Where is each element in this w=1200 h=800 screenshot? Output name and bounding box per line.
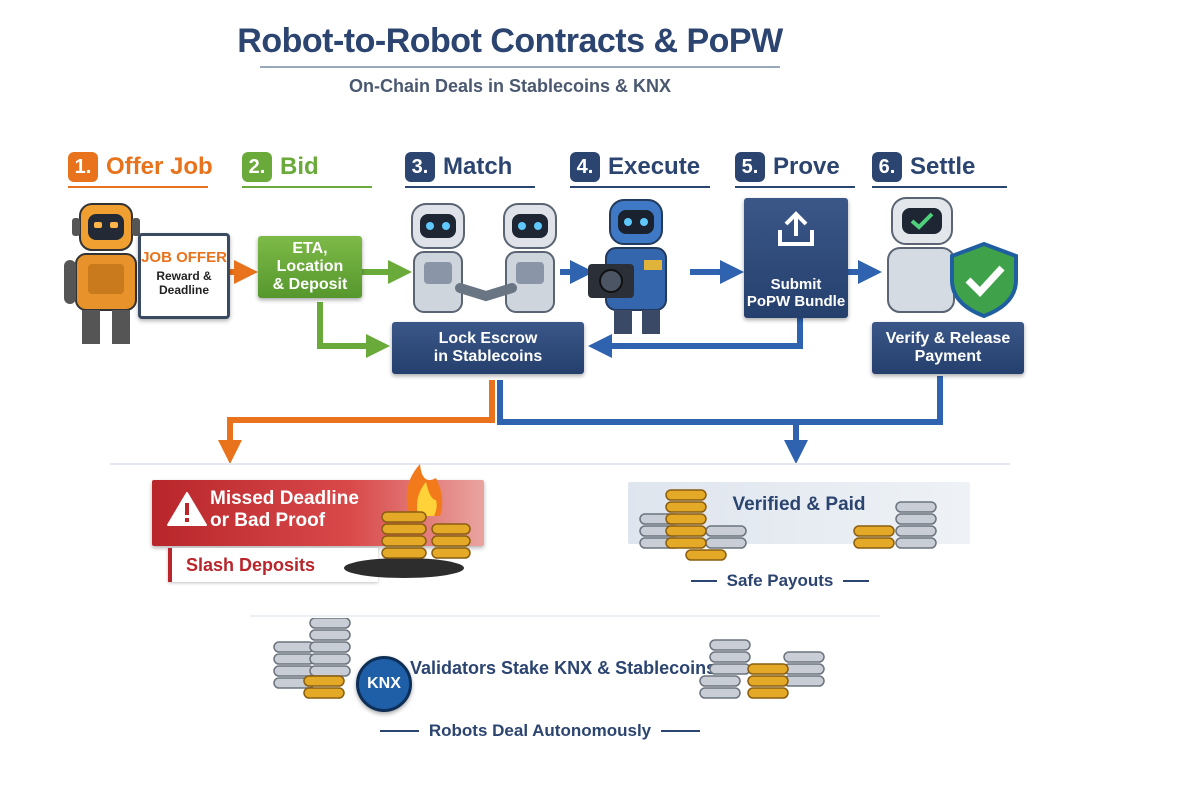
bid-box: ETA, Location & Deposit	[258, 236, 362, 298]
bid-box-line2: & Deposit	[272, 276, 348, 293]
step-number: 1.	[68, 152, 98, 182]
prove-box: Submit PoPW Bundle	[744, 198, 848, 318]
knx-token-label: KNX	[367, 675, 401, 692]
step-divider	[570, 186, 710, 188]
coin-stacks-icon	[639, 489, 937, 561]
upload-icon	[778, 211, 814, 246]
settle-box-line1: Verify & Release	[885, 330, 1011, 347]
safe-payouts: Safe Payouts	[680, 570, 880, 592]
settle-robot-icon	[887, 197, 1018, 319]
escrow-box-line1: Lock Escrow	[438, 330, 538, 347]
job-offer-line2: Deadline	[158, 283, 209, 297]
job-offer-card: JOB OFFER Reward & Deadline	[138, 233, 230, 319]
knx-token-icon: KNX	[356, 656, 412, 712]
step-label: Prove	[773, 153, 840, 180]
step-match: 3. Match	[405, 150, 512, 184]
settle-box: Verify & Release Payment	[872, 322, 1024, 374]
step-number: 2.	[242, 152, 272, 182]
failure-line2: or Bad Proof	[210, 510, 326, 531]
handshake-robots-icon	[411, 203, 557, 313]
step-number: 3.	[405, 152, 435, 182]
job-offer-title: JOB OFFER	[141, 249, 227, 266]
validator-coins-left-icon	[273, 618, 351, 699]
escrow-box: Lock Escrow in Stablecoins	[392, 322, 584, 374]
step-number: 6.	[872, 152, 902, 182]
step-label: Settle	[910, 153, 976, 180]
step-label: Offer Job	[106, 153, 213, 180]
robots-autonomous-label: Robots Deal Autonomously	[428, 721, 652, 740]
step-prove: 5. Prove	[735, 150, 840, 184]
step-divider	[68, 186, 208, 188]
step-execute: 4. Execute	[570, 150, 700, 184]
offer-robot-icon	[64, 203, 140, 344]
slash-deposits-banner: Slash Deposits	[168, 548, 378, 582]
step-divider	[405, 186, 535, 188]
success-title: Verified & Paid	[732, 494, 866, 515]
job-offer-line1: Reward &	[156, 269, 212, 283]
prove-box-line2: PoPW Bundle	[746, 293, 846, 310]
step-divider	[735, 186, 855, 188]
settle-box-line2: Payment	[914, 348, 982, 365]
validators-label: Validators Stake KNX & Stablecoins	[410, 658, 717, 678]
step-settle: 6. Settle	[872, 150, 975, 184]
step-number: 5.	[735, 152, 765, 182]
step-bid: 2. Bid	[242, 150, 319, 184]
safe-payouts-label: Safe Payouts	[726, 571, 834, 590]
burning-coins-icon	[344, 464, 471, 578]
page-title: Robot-to-Robot Contracts & PoPW	[237, 22, 783, 60]
bid-box-line1: ETA, Location	[276, 240, 344, 275]
slash-deposits-label: Slash Deposits	[186, 554, 316, 575]
validator-coins-right-icon	[699, 639, 825, 699]
escrow-box-line2: in Stablecoins	[433, 348, 543, 365]
step-offer-job: 1. Offer Job	[68, 150, 213, 184]
step-divider	[872, 186, 1007, 188]
step-label: Bid	[280, 153, 319, 180]
robots-autonomous: Robots Deal Autonomously	[380, 720, 700, 742]
step-divider	[242, 186, 372, 188]
step-number: 4.	[570, 152, 600, 182]
execute-robot-icon	[588, 199, 667, 334]
failure-line1: Missed Deadline	[210, 488, 359, 509]
page-subtitle: On-Chain Deals in Stablecoins & KNX	[348, 76, 672, 96]
title-divider	[260, 66, 780, 68]
step-label: Match	[443, 153, 513, 180]
step-label: Execute	[608, 153, 701, 180]
warning-icon	[167, 492, 207, 526]
prove-box-line1: Submit	[770, 276, 822, 293]
